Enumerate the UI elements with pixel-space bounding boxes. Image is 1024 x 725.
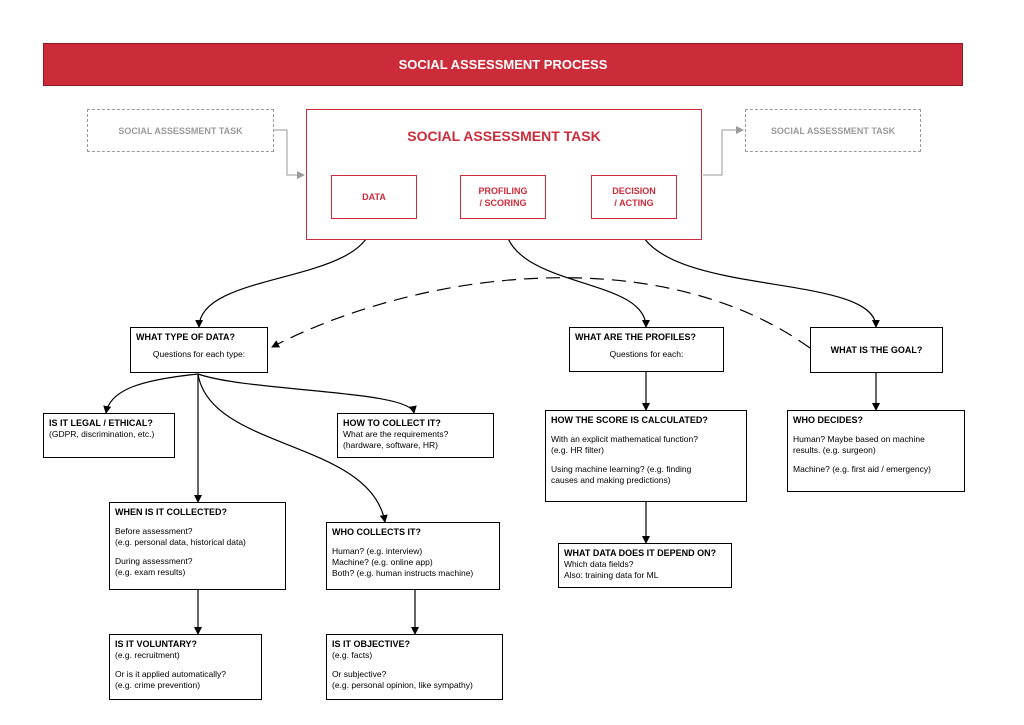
type-to-who-collects-arrow <box>197 373 388 523</box>
score-box: HOW THE SCORE IS CALCULATED? With an exp… <box>545 410 747 502</box>
next-task-label: SOCIAL ASSESSMENT TASK <box>770 125 896 136</box>
goal-box: WHAT IS THE GOAL? <box>810 327 943 373</box>
previous-task-box: SOCIAL ASSESSMENT TASK <box>87 109 274 152</box>
type-of-data-title: WHAT TYPE OF DATA? <box>136 332 235 342</box>
decides-line-2: results. (e.g. surgeon) <box>793 445 876 455</box>
type-to-collect-arrow <box>197 373 417 414</box>
type-of-data-box: WHAT TYPE OF DATA? Questions for each ty… <box>130 327 268 373</box>
score-line-3: Using machine learning? (e.g. finding <box>551 464 692 474</box>
legal-box: IS IT LEGAL / ETHICAL? (GDPR, discrimina… <box>43 413 175 458</box>
score-line-2: (e.g. HR filter) <box>551 445 604 455</box>
objective-box: IS IT OBJECTIVE? (e.g. facts) Or subject… <box>326 634 503 700</box>
next-task-box: SOCIAL ASSESSMENT TASK <box>745 109 921 152</box>
previous-task-label: SOCIAL ASSESSMENT TASK <box>118 125 243 136</box>
objective-line-1: (e.g. facts) <box>332 650 373 660</box>
voluntary-title: IS IT VOLUNTARY? <box>115 639 197 649</box>
collect-line-2: (hardware, software, HR) <box>343 440 438 450</box>
data-to-type-arrow <box>195 219 374 328</box>
objective-line-3: (e.g. personal opinion, like sympathy) <box>332 680 473 690</box>
decision-step-line-1: DECISION <box>612 186 656 196</box>
when-title: WHEN IS IT COLLECTED? <box>115 507 227 517</box>
collect-title: HOW TO COLLECT IT? <box>343 418 441 428</box>
score-line-1: With an explicit mathematical function? <box>551 434 698 444</box>
profiles-title: WHAT ARE THE PROFILES? <box>575 332 696 342</box>
who-collects-box: WHO COLLECTS IT? Human? (e.g. interview)… <box>326 522 500 590</box>
depend-line-1: Which data fields? <box>564 559 634 569</box>
depend-line-2: Also: training data for ML <box>564 570 659 580</box>
data-step-label: DATA <box>362 192 386 202</box>
objective-title: IS IT OBJECTIVE? <box>332 639 411 649</box>
collect-box: HOW TO COLLECT IT? What are the requirem… <box>337 413 494 458</box>
flow-arrow-out <box>703 126 744 176</box>
legal-line: (GDPR, discrimination, etc.) <box>49 429 155 439</box>
task-title: SOCIAL ASSESSMENT TASK <box>407 128 601 144</box>
flow-arrow-in <box>274 129 305 179</box>
depend-title: WHAT DATA DOES IT DEPEND ON? <box>564 548 717 558</box>
collect-line-1: What are the requirements? <box>343 429 449 439</box>
profiles-sub: Questions for each: <box>609 349 684 359</box>
voluntary-line-1: (e.g. recruitment) <box>115 650 180 660</box>
when-line-2: (e.g. personal data, historical data) <box>115 537 246 547</box>
decision-step-line-2: / ACTING <box>614 198 654 208</box>
when-line-4: (e.g. exam results) <box>115 567 186 577</box>
profiling-to-profiles-arrow <box>503 219 650 328</box>
process-header: SOCIAL ASSESSMENT PROCESS <box>43 43 963 86</box>
score-title: HOW THE SCORE IS CALCULATED? <box>551 415 708 425</box>
profiling-step-line-1: PROFILING <box>478 186 528 196</box>
goal-title: WHAT IS THE GOAL? <box>830 344 923 355</box>
who-collects-line-2: Machine? (e.g. online app) <box>332 557 433 567</box>
who-collects-line-1: Human? (e.g. interview) <box>332 546 423 556</box>
voluntary-box: IS IT VOLUNTARY? (e.g. recruitment) Or i… <box>109 634 262 700</box>
who-collects-line-3: Both? (e.g. human instructs machine) <box>332 568 474 578</box>
profiling-step: PROFILING / SCORING <box>460 175 546 219</box>
score-line-4: causes and making predictions) <box>551 475 671 485</box>
voluntary-line-3: (e.g. crime prevention) <box>115 680 201 690</box>
when-collected-box: WHEN IS IT COLLECTED? Before assessment?… <box>109 502 286 590</box>
when-line-1: Before assessment? <box>115 526 193 536</box>
process-title: SOCIAL ASSESSMENT PROCESS <box>398 57 608 72</box>
decides-line-3: Machine? (e.g. first aid / emergency) <box>793 464 931 474</box>
goal-to-type-dashed-arrow <box>271 277 811 349</box>
decides-box: WHO DECIDES? Human? Maybe based on machi… <box>787 410 965 492</box>
when-line-3: During assessment? <box>115 556 193 566</box>
objective-line-2: Or subjective? <box>332 669 387 679</box>
decision-to-goal-arrow <box>635 219 880 328</box>
profiles-box: WHAT ARE THE PROFILES? Questions for eac… <box>569 327 724 372</box>
who-collects-title: WHO COLLECTS IT? <box>332 527 421 537</box>
decision-step: DECISION / ACTING <box>591 175 677 219</box>
depend-box: WHAT DATA DOES IT DEPEND ON? Which data … <box>558 543 732 588</box>
decides-title: WHO DECIDES? <box>793 415 864 425</box>
profiling-step-line-2: / SCORING <box>479 198 527 208</box>
type-of-data-sub: Questions for each type: <box>152 349 246 359</box>
type-to-legal-arrow <box>103 373 199 414</box>
data-step: DATA <box>331 175 417 219</box>
decides-line-1: Human? Maybe based on machine <box>793 434 925 444</box>
voluntary-line-2: Or is it applied automatically? <box>115 669 227 679</box>
legal-title: IS IT LEGAL / ETHICAL? <box>49 418 153 428</box>
